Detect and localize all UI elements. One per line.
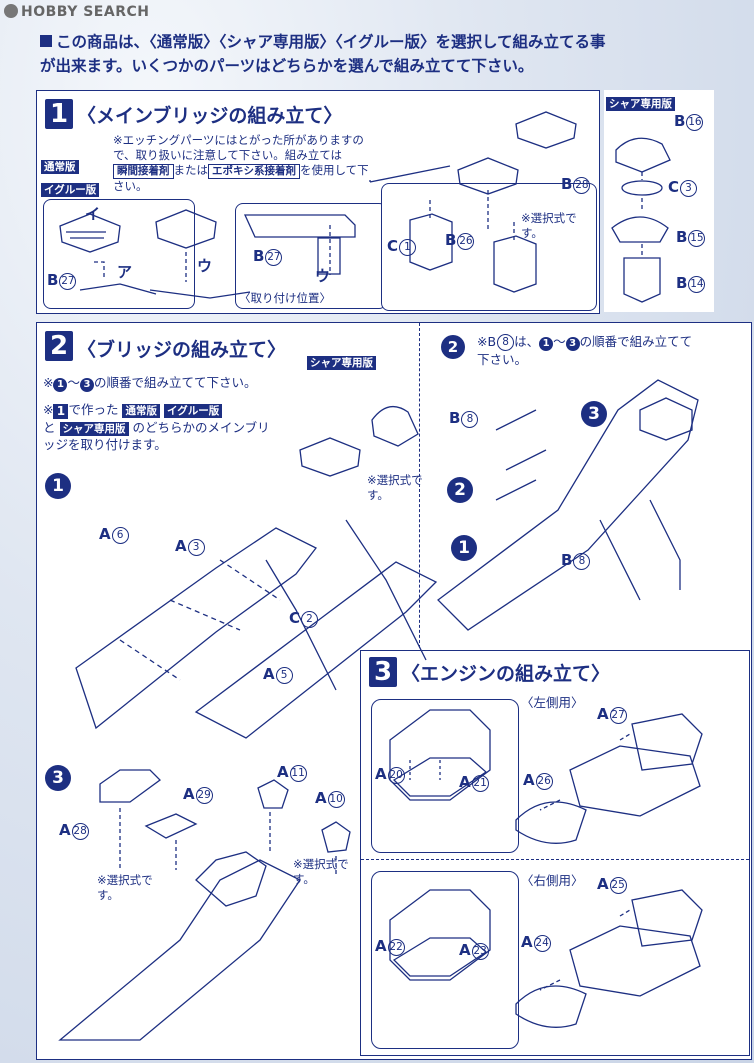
order-3: 3 (581, 401, 607, 427)
step3-divider (361, 859, 749, 860)
order-2: 2 (447, 477, 473, 503)
step2-title: 〈ブリッジの組み立て〉 (77, 339, 287, 361)
step2-divider (419, 323, 420, 653)
step2-right-sub2: 2 (441, 335, 465, 359)
select-note-2: ※選択式です。 (367, 473, 423, 502)
step1-title: 〈メインブリッジの組み立て〉 (77, 105, 343, 127)
watermark: HOBBY SEARCH (4, 4, 149, 20)
glue-epoxy-tag: エポキシ系接着剤 (208, 164, 300, 179)
step1-panel: 1 〈メインブリッジの組み立て〉 ※エッチングパーツにはとがった所がありますので… (36, 90, 600, 314)
right-side-label: 〈右側用〉 (521, 873, 584, 888)
mount-position-label: 〈取り付け位置〉 (239, 291, 331, 305)
select-note-1: ※選択式です。 (521, 211, 577, 240)
step3-number: 3 (369, 657, 397, 687)
step3-title: 〈エンジンの組み立て〉 (401, 663, 611, 685)
step1-tags: 通常版 イグルー版 (41, 155, 100, 197)
intro-text: この商品は、〈通常版〉〈シャア専用版〉〈イグルー版〉を選択して組み立てる事 が出… (40, 33, 606, 75)
square-bullet-icon (40, 35, 52, 47)
tag-igloo: イグルー版 (41, 183, 100, 197)
step2-callout-tags: シャア専用版 (307, 351, 376, 370)
left-side-label: 〈左側用〉 (521, 695, 584, 710)
select-note-4: ※選択式です。 (293, 857, 349, 886)
step1-number: 1 (45, 99, 73, 129)
select-note-3: ※選択式です。 (97, 873, 153, 902)
tag-normal: 通常版 (41, 160, 79, 174)
label-a: ア (117, 263, 133, 281)
label-u2: ウ (315, 267, 331, 285)
label-i: イ (85, 205, 101, 223)
glue-instant-tag: 瞬間接着剤 (113, 164, 174, 179)
step3-inset-right (371, 871, 519, 1049)
step2-sub3: 3 (45, 765, 71, 791)
step1-note: ※エッチングパーツにはとがった所がありますので、取り扱いに注意して下さい。組み立… (113, 133, 369, 193)
order-1: 1 (451, 535, 477, 561)
tag-char: シャア専用版 (606, 97, 675, 111)
label-u1: ウ (197, 257, 213, 275)
step2-number: 2 (45, 331, 73, 361)
step1-inset-left (43, 199, 195, 309)
step2-sub1: 1 (45, 473, 71, 499)
hobbysearch-logo-icon (4, 4, 18, 18)
